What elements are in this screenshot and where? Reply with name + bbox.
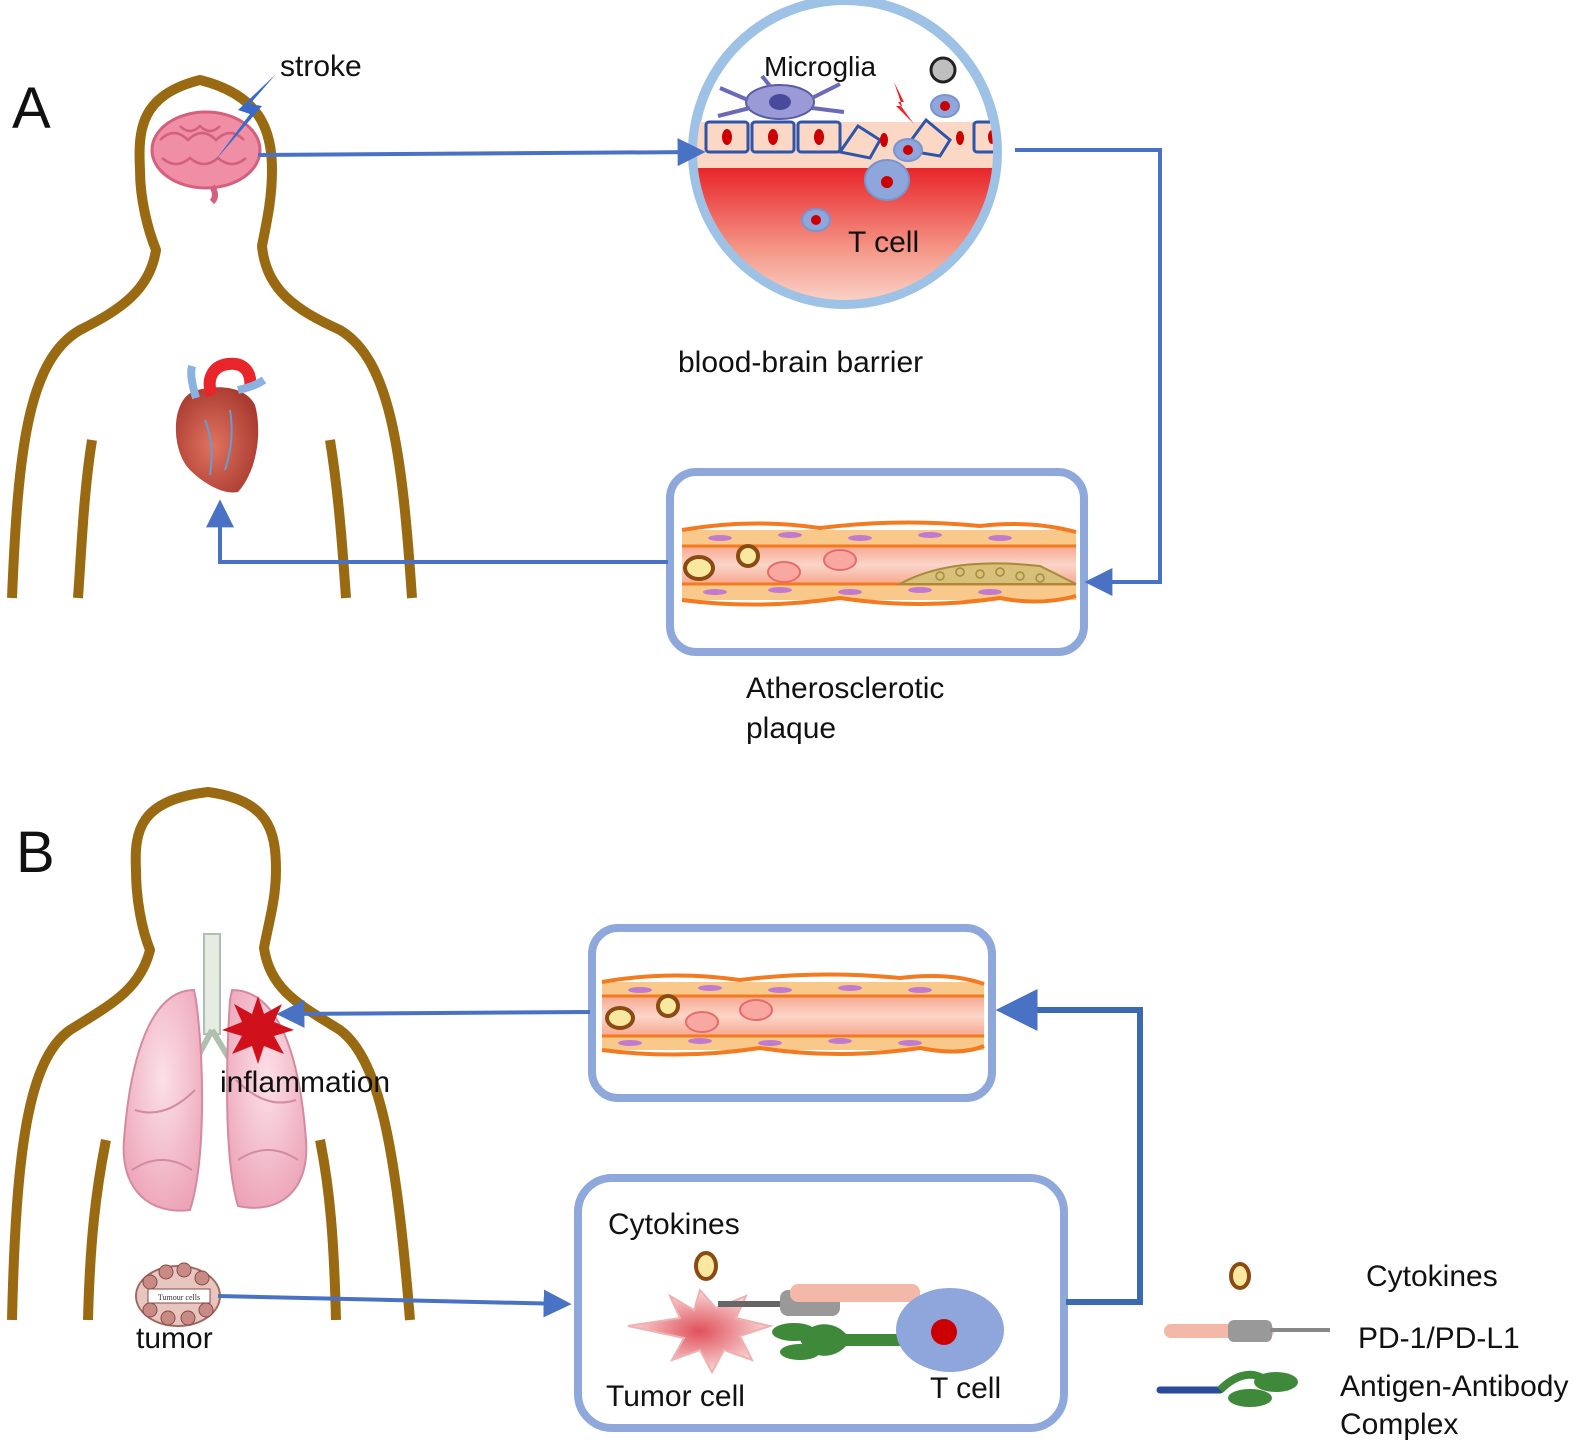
tumor-label: tumor xyxy=(136,1322,213,1355)
plaque-label-line2: plaque xyxy=(746,712,836,745)
arrow-brain-to-bbb xyxy=(257,138,706,167)
tumor-badge-text: Tumour cells xyxy=(158,1293,200,1302)
legend-antigen-antibody-icon xyxy=(1156,1370,1298,1407)
box-tcell-nucleus xyxy=(931,1319,957,1345)
inflammation-burst-icon xyxy=(222,996,294,1064)
arrow-tumor-to-box xyxy=(217,1289,572,1318)
legend-item-cytokines: Cytokines xyxy=(1366,1260,1498,1293)
brain-icon xyxy=(150,110,262,205)
tumor-icon: Tumour cells xyxy=(135,1262,221,1327)
vessel-a-icon xyxy=(681,520,1077,607)
arm-line-a-right xyxy=(325,439,351,599)
arm-line-b-right xyxy=(315,1139,341,1321)
legend-item-antigen-antibody: Antigen-Antibody xyxy=(1340,1370,1569,1403)
tcell-crossing-icons xyxy=(801,94,960,232)
arm-line-a-left xyxy=(73,439,97,599)
panel-b-letter: B xyxy=(16,820,55,885)
arrow-vessel-to-lung xyxy=(276,999,591,1028)
legend: Cytokines PD-1/PD-L1 Antigen-Antibody Co… xyxy=(1156,1260,1569,1441)
body-outline-b xyxy=(7,787,415,1321)
box-cytokine-icon xyxy=(694,1251,718,1281)
microglia-label: Microglia xyxy=(764,51,876,82)
bbb-tcell-label: T cell xyxy=(848,226,919,259)
grey-cell-icon xyxy=(929,56,957,84)
arrow-box-to-vessel xyxy=(995,989,1143,1305)
legend-item-antigen-antibody-line2: Complex xyxy=(1340,1408,1458,1441)
stroke-label: stroke xyxy=(280,50,362,83)
tumor-cell-icon xyxy=(627,1287,774,1375)
damage-lightning-icon xyxy=(894,82,914,124)
pd1-pdl1-icon xyxy=(718,1284,920,1316)
inflammation-label: inflammation xyxy=(220,1066,390,1099)
panel-a-letter: A xyxy=(12,76,51,141)
box-tcell-label: T cell xyxy=(930,1372,1001,1405)
arrow-plaque-to-heart xyxy=(206,499,668,564)
tumor-cell-label: Tumor cell xyxy=(606,1380,745,1413)
legend-pd1-pdl1-icon xyxy=(1164,1320,1330,1342)
microglia-icon xyxy=(717,74,845,120)
plaque-label-line1: Atherosclerotic xyxy=(746,672,944,705)
legend-cytokine-icon xyxy=(1229,1262,1251,1290)
heart-icon xyxy=(175,357,267,493)
antigen-antibody-icon xyxy=(772,1323,910,1360)
bbb-circle: Microglia T cell xyxy=(688,0,1002,309)
arrow-bbb-to-plaque xyxy=(1015,148,1162,596)
arm-line-b-left xyxy=(83,1139,111,1321)
bbb-label: blood-brain barrier xyxy=(678,346,923,379)
box-cytokines-label: Cytokines xyxy=(608,1208,740,1241)
body-outline-a xyxy=(7,75,417,599)
legend-item-pd1-pdl1: PD-1/PD-L1 xyxy=(1358,1322,1520,1355)
vessel-b-icon xyxy=(601,972,985,1057)
